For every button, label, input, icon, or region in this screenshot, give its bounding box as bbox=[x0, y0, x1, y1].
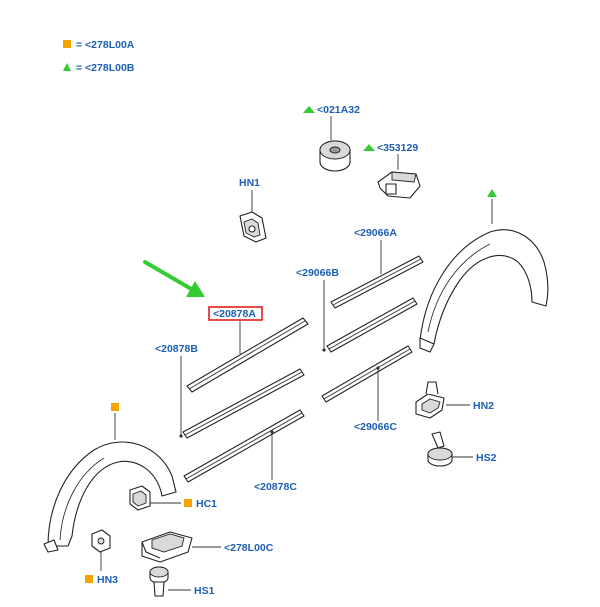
callout-HN3: HN3 bbox=[97, 574, 118, 586]
square-marker bbox=[111, 403, 119, 411]
legend-item-278L00A: = <278L00A bbox=[76, 39, 135, 51]
legend-triangle-marker bbox=[63, 63, 71, 71]
square-marker bbox=[184, 499, 192, 507]
pointer-arrow bbox=[143, 260, 205, 297]
square-marker bbox=[85, 575, 93, 583]
callout-29066A: <29066A bbox=[354, 227, 397, 239]
callout-HS2: HS2 bbox=[476, 452, 497, 464]
moulding-29066B[interactable]: <29066B bbox=[296, 267, 418, 353]
highlight-box bbox=[208, 306, 263, 321]
nut-HN3[interactable]: HN3 bbox=[85, 529, 118, 586]
moulding-20878C[interactable]: <20878C bbox=[183, 409, 305, 493]
bracket-278L00C[interactable]: <278L00C bbox=[141, 531, 274, 563]
right-wheel-arch[interactable] bbox=[419, 189, 549, 353]
callout-29066C: <29066C bbox=[354, 421, 397, 433]
moulding-20878A[interactable]: <20878A bbox=[186, 306, 309, 393]
nut-HN2[interactable]: HN2 bbox=[415, 381, 494, 419]
callout-20878A: <20878A bbox=[213, 308, 256, 320]
callout-353129: <353129 bbox=[377, 142, 418, 154]
spacer-021A32[interactable]: <021A32 bbox=[303, 104, 360, 172]
moulding-20878B[interactable]: <20878B bbox=[155, 343, 305, 439]
screw-HS2[interactable]: HS2 bbox=[427, 431, 497, 467]
clip-HC1[interactable]: HC1 bbox=[129, 485, 217, 511]
moulding-29066C[interactable]: <29066C bbox=[321, 345, 413, 433]
callout-278L00C: <278L00C bbox=[224, 542, 274, 554]
clip-353129[interactable]: <353129 bbox=[363, 142, 421, 199]
callout-20878B: <20878B bbox=[155, 343, 198, 355]
nut-HN1[interactable]: HN1 bbox=[239, 177, 267, 243]
triangle-marker bbox=[363, 144, 375, 151]
callout-021A32: <021A32 bbox=[317, 104, 360, 116]
legend: = <278L00A = <278L00B bbox=[63, 39, 135, 74]
triangle-marker bbox=[487, 189, 497, 197]
legend-square-marker bbox=[63, 40, 71, 48]
callout-29066B: <29066B bbox=[296, 267, 339, 279]
callout-20878C: <20878C bbox=[254, 481, 297, 493]
legend-item-278L00B: = <278L00B bbox=[76, 62, 135, 74]
callout-HC1: HC1 bbox=[196, 498, 217, 510]
screw-HS1[interactable]: HS1 bbox=[149, 566, 215, 597]
callout-HS1: HS1 bbox=[194, 585, 215, 597]
moulding-29066A[interactable]: <29066A bbox=[330, 227, 424, 309]
triangle-marker bbox=[303, 106, 315, 113]
callout-HN1: HN1 bbox=[239, 177, 260, 189]
callout-HN2: HN2 bbox=[473, 400, 494, 412]
left-wheel-arch[interactable] bbox=[43, 403, 177, 553]
